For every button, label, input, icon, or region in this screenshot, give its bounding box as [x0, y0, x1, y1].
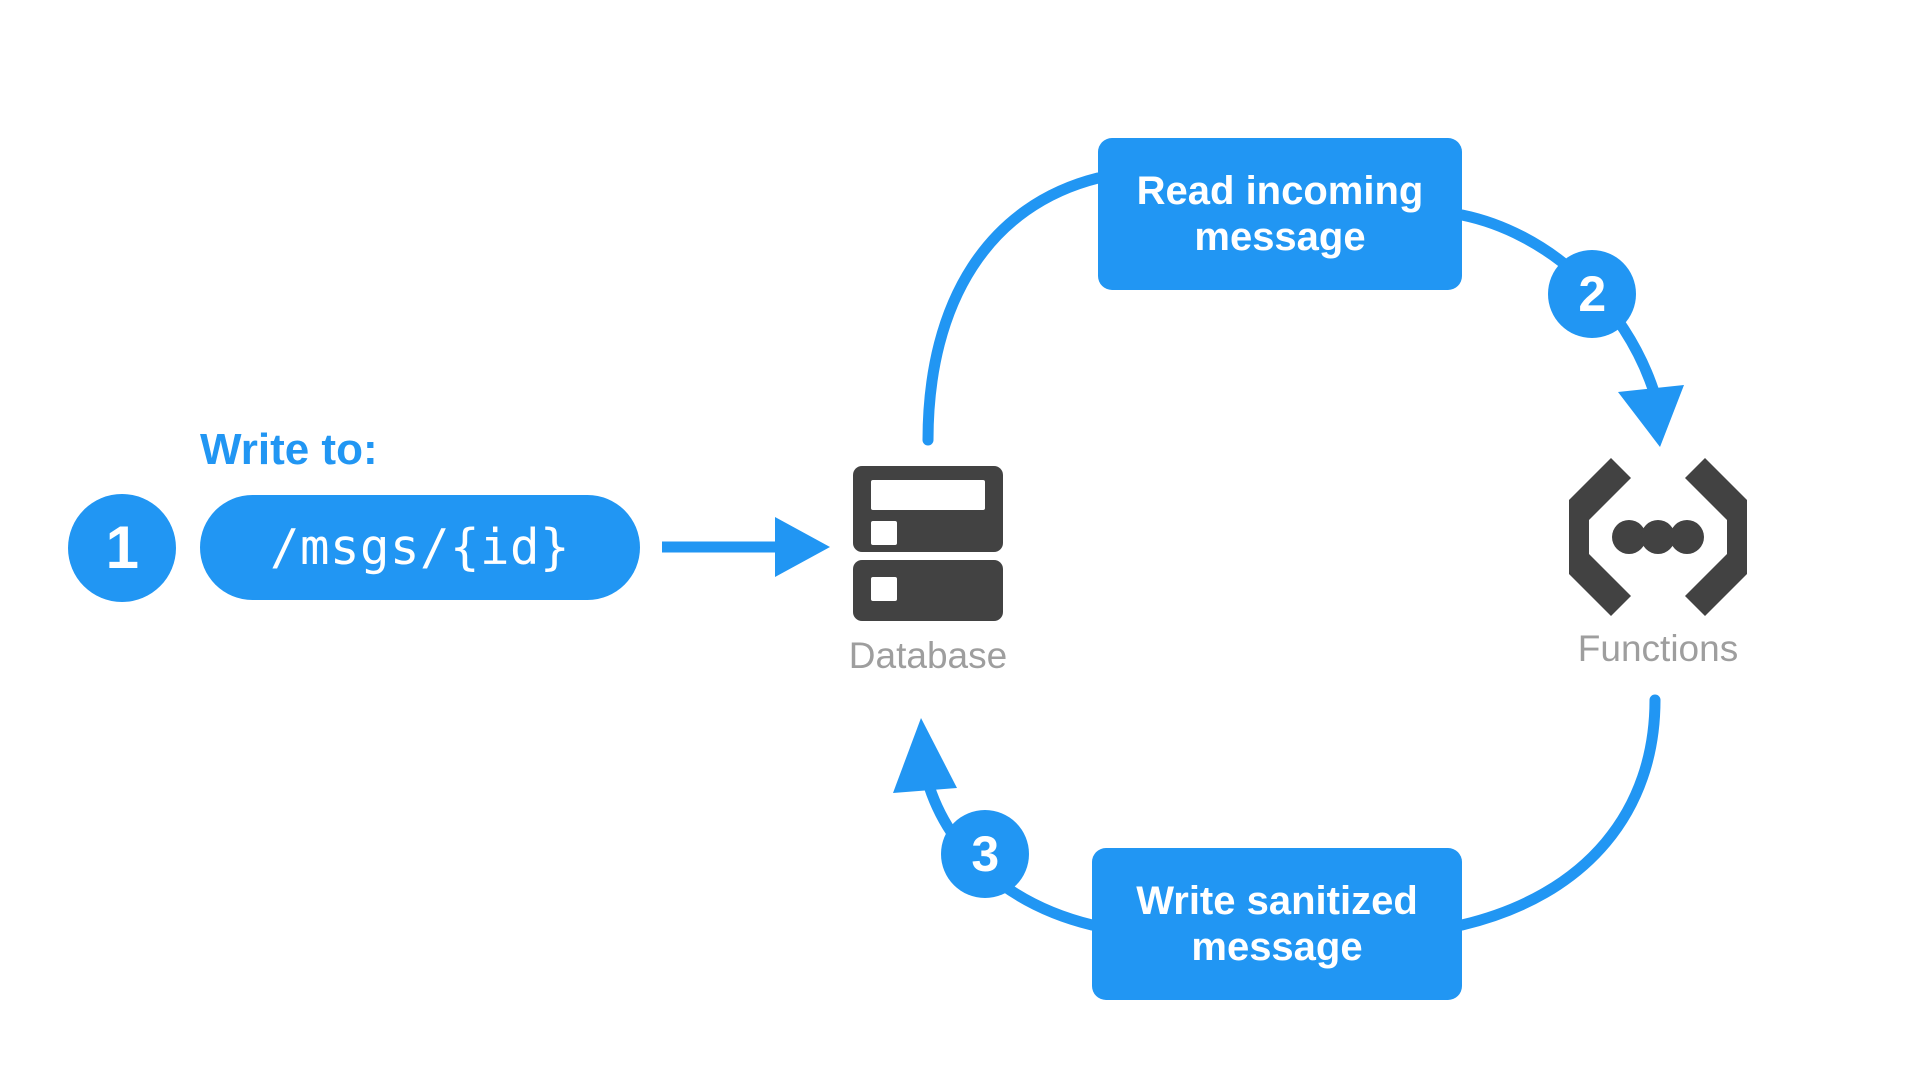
box-read-incoming-message[interactable]: Read incoming message — [1098, 138, 1462, 290]
edge-functions-to-write-box — [1456, 694, 1661, 931]
box-write-sanitized-message[interactable]: Write sanitized message — [1092, 848, 1462, 1000]
service-functions: Functions — [1548, 458, 1768, 688]
database-caption: Database — [848, 635, 1008, 676]
box-write-sanitized-message-line1: Write sanitized — [1136, 878, 1418, 923]
path-pill[interactable]: /msgs/{id} — [200, 495, 640, 600]
edge-pill-to-database — [662, 517, 830, 577]
box-write-sanitized-message-line2: message — [1191, 925, 1363, 969]
box-read-incoming-message-line1: Read incoming — [1136, 168, 1424, 213]
edge-database-to-read-box — [922, 172, 1104, 446]
step-badge-2: 2 — [1548, 250, 1636, 338]
write-to-label: Write to: — [200, 425, 378, 474]
box-read-incoming-message-line2: message — [1194, 215, 1366, 259]
functions-caption: Functions — [1577, 628, 1739, 669]
step-badge-3: 3 — [941, 810, 1029, 898]
database-icon — [853, 466, 1003, 621]
step-badge-1: 1 — [68, 494, 176, 602]
service-database: Database — [838, 466, 1018, 686]
functions-brackets-icon — [1569, 458, 1747, 616]
